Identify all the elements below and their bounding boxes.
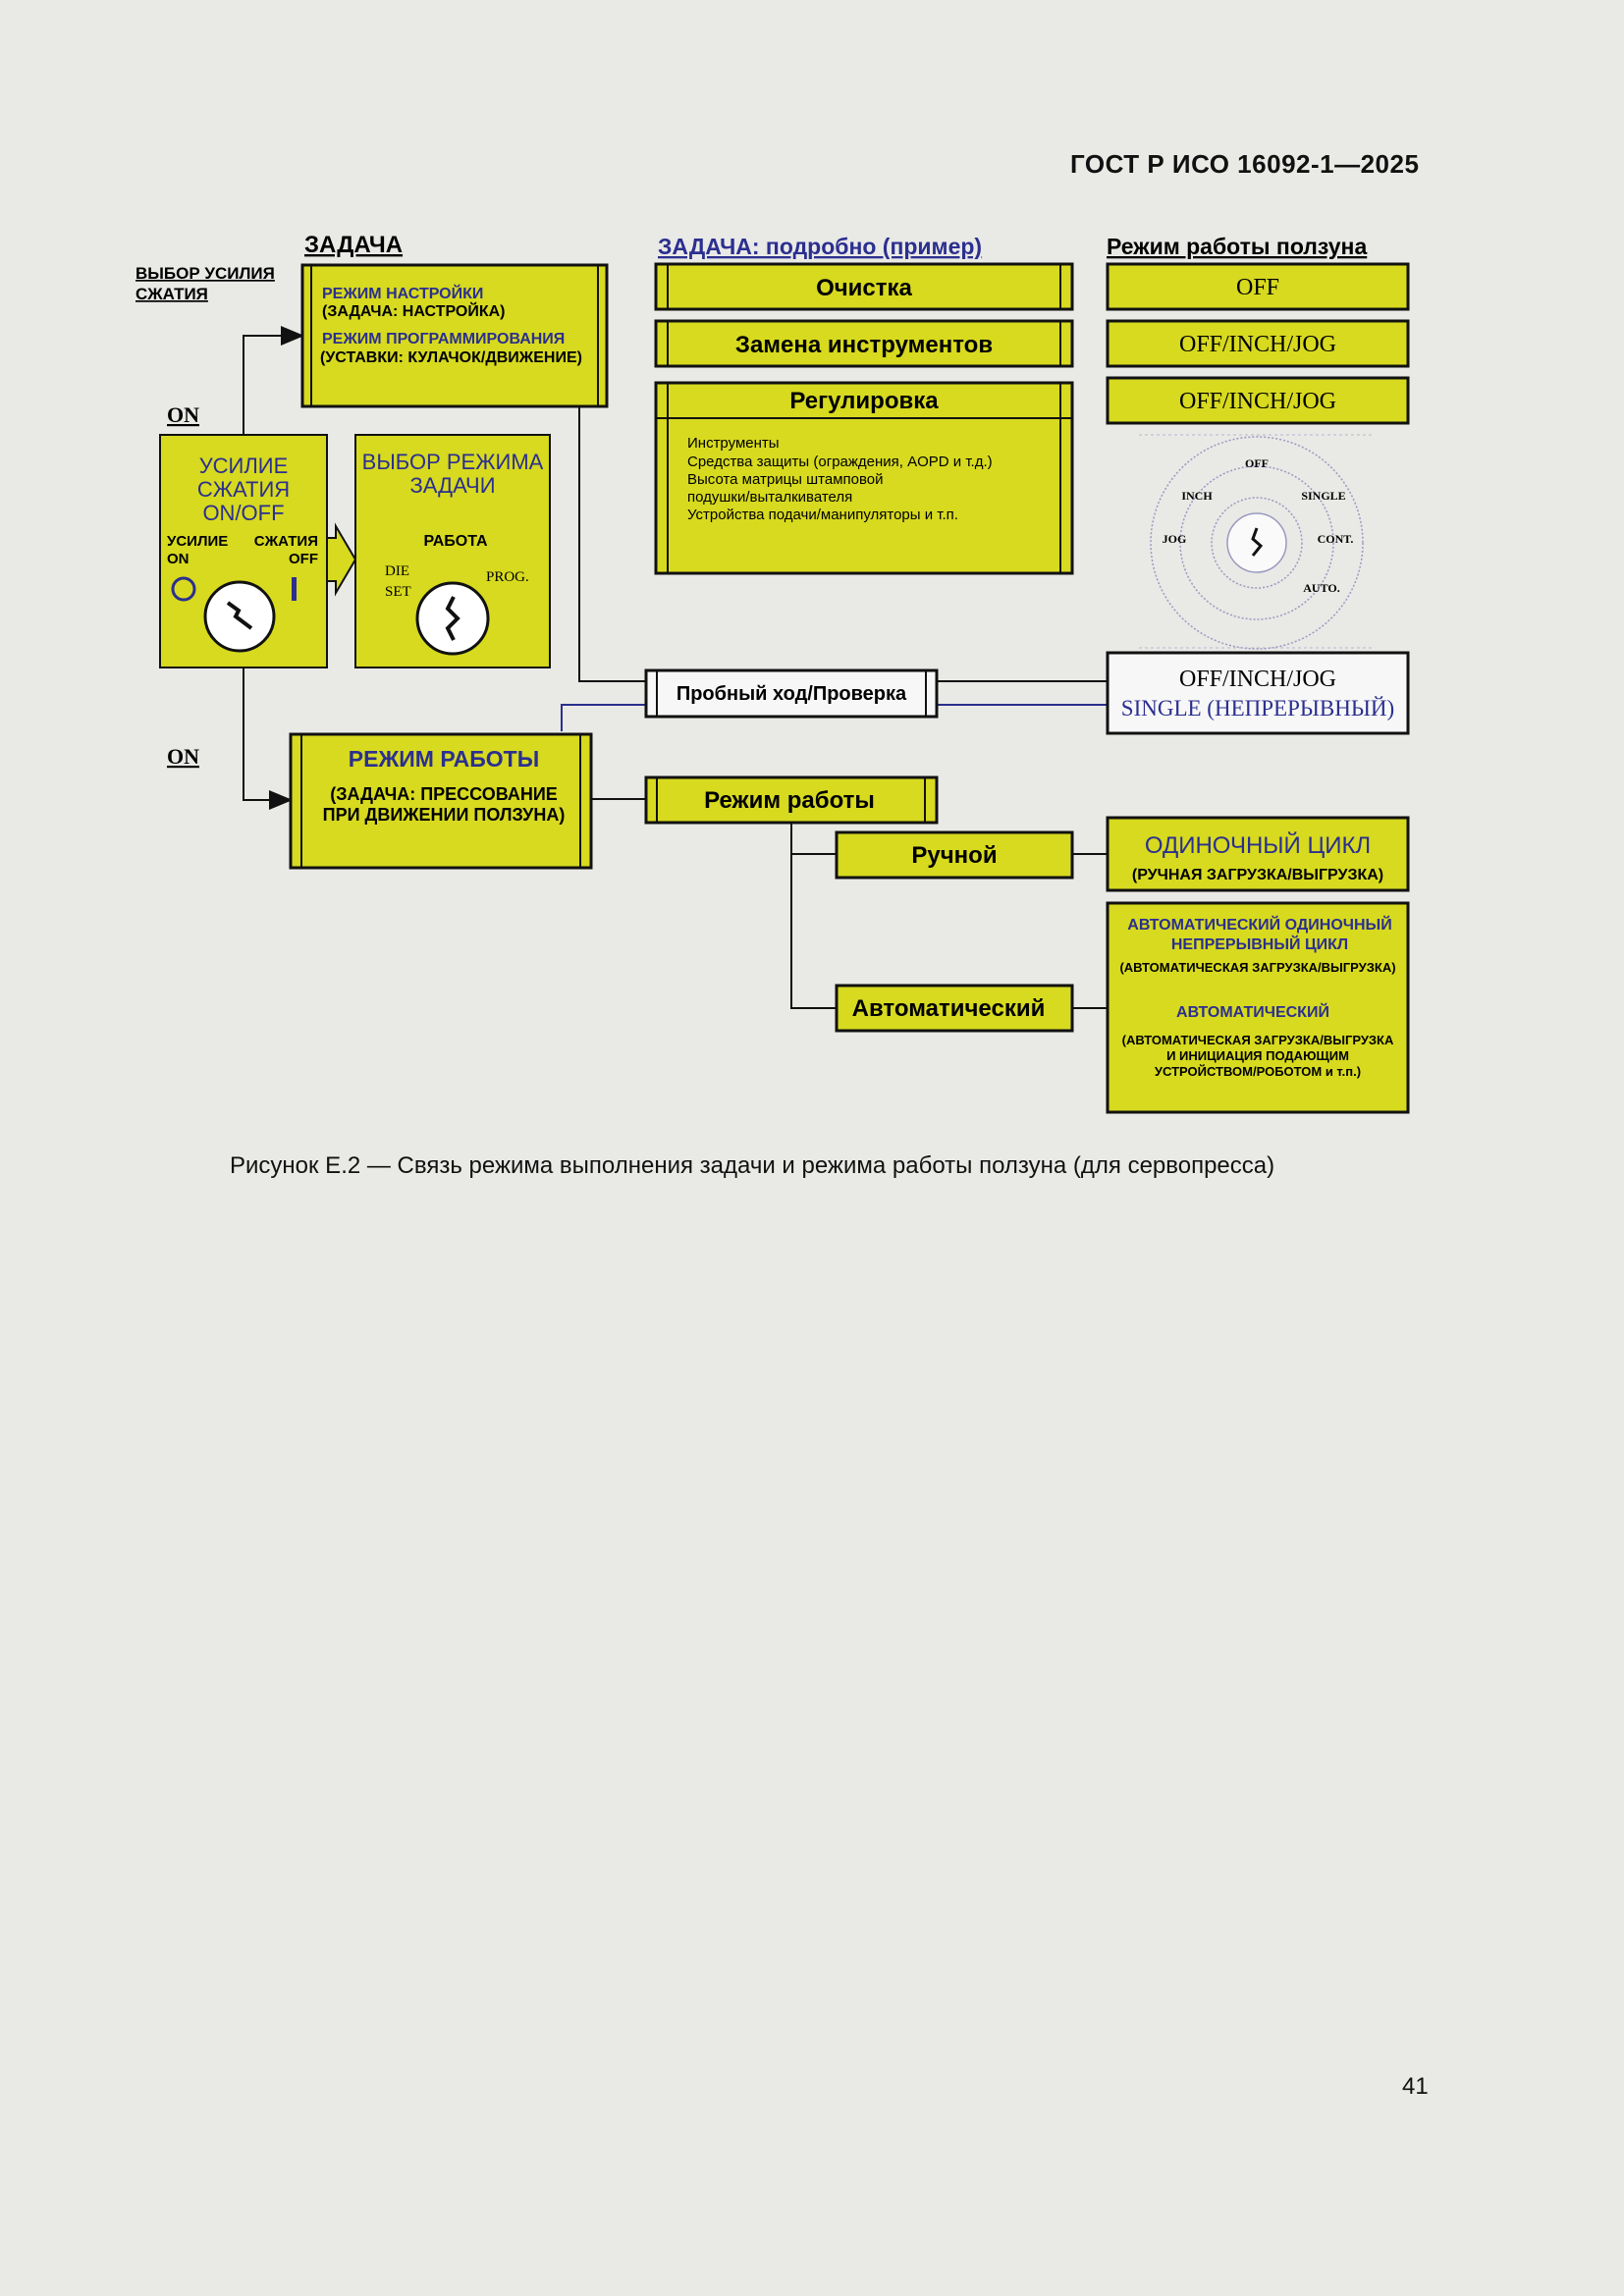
trial-modes-line2: SINGLE (НЕПРЕРЫВНЫЙ)	[1121, 696, 1394, 721]
work-mode-label: Режим работы	[704, 787, 875, 814]
figure-caption: Рисунок Е.2 — Связь режима выполнения за…	[230, 1152, 1275, 1179]
auto-line5: (АВТОМАТИЧЕСКАЯ ЗАГРУЗКА/ВЫГРУЗКА	[1122, 1033, 1394, 1047]
task-adjust-title: Регулировка	[789, 388, 939, 414]
adjust-line-3: Высота матрицы штамповой	[687, 471, 884, 488]
single-cycle-box: ОДИНОЧНЫЙ ЦИКЛ (РУЧНАЯ ЗАГРУЗКА/ВЫГРУЗКА…	[1106, 816, 1410, 892]
off-indicator-icon	[292, 577, 297, 601]
mode-selector-dial: OFF INCH SINGLE JOG CONT. AUTO.	[1139, 434, 1375, 650]
slide-mode-off-box: OFF	[1106, 262, 1410, 311]
task-cleaning-label: Очистка	[816, 275, 912, 301]
trial-run-box: Пробный ход/Проверка	[644, 668, 939, 719]
adjust-line-4: подушки/выталкивателя	[687, 489, 852, 506]
force-title-2: СЖАТИЯ	[197, 477, 290, 502]
slide-mode-jog-box-1: OFF/INCH/JOG	[1106, 319, 1410, 368]
dial-auto: AUTO.	[1303, 581, 1339, 595]
setup-line4: (УСТАВКИ: КУЛАЧОК/ДВИЖЕНИЕ)	[320, 349, 582, 366]
force-select-label-1: ВЫБОР УСИЛИЯ	[135, 264, 275, 283]
automatic-detail-box: АВТОМАТИЧЕСКИЙ ОДИНОЧНЫЙ НЕПРЕРЫВНЫЙ ЦИК…	[1106, 901, 1410, 1114]
setup-line1: РЕЖИМ НАСТРОЙКИ	[322, 284, 483, 302]
mode-select-set: SET	[385, 584, 411, 600]
slide-mode-jog-label-1: OFF/INCH/JOG	[1179, 332, 1336, 357]
col3-title: Режим работы ползуна	[1107, 234, 1367, 259]
on-indicator-icon	[171, 576, 196, 602]
force-left-2: ON	[167, 551, 189, 567]
trial-modes-line1: OFF/INCH/JOG	[1179, 667, 1336, 692]
work-mode-box: Режим работы	[644, 775, 939, 825]
work-mode-task-title: РЕЖИМ РАБОТЫ	[349, 746, 539, 772]
blue-connectors	[561, 704, 1108, 731]
col1-title: ЗАДАЧА	[304, 232, 403, 258]
page-number: 41	[1402, 2073, 1429, 2100]
task-tool-change-box: Замена инструментов	[654, 319, 1074, 368]
automatic-box: Автоматический	[835, 984, 1074, 1033]
auto-line2: НЕПРЕРЫВНЫЙ ЦИКЛ	[1171, 934, 1348, 953]
setup-line3: РЕЖИМ ПРОГРАММИРОВАНИЯ	[322, 331, 565, 347]
dial-cont: CONT.	[1318, 532, 1354, 546]
setup-mode-box: РЕЖИМ НАСТРОЙКИ (ЗАДАЧА: НАСТРОЙКА) РЕЖИ…	[300, 263, 609, 408]
dial-jog: JOG	[1163, 532, 1187, 546]
manual-label: Ручной	[911, 842, 997, 869]
mode-select-work: РАБОТА	[423, 533, 488, 550]
key-switch-icon	[203, 580, 276, 653]
dial-off: OFF	[1245, 456, 1269, 470]
auto-line7: УСТРОЙСТВОМ/РОБОТОМ и т.п.)	[1155, 1064, 1361, 1079]
mode-select-die: DIE	[385, 563, 409, 579]
adjust-line-2: Средства защиты (ограждения, AOPD и т.д.…	[687, 454, 993, 470]
slide-mode-off-label: OFF	[1236, 275, 1279, 300]
auto-line6: И ИНИЦИАЦИЯ ПОДАЮЩИМ	[1166, 1048, 1349, 1063]
adjust-line-1: Инструменты	[687, 435, 780, 452]
task-mode-select-box: ВЫБОР РЕЖИМА ЗАДАЧИ РАБОТА DIE SET PROG.	[354, 434, 551, 668]
connectors	[243, 326, 1108, 1009]
mode-select-title-1: ВЫБОР РЕЖИМА	[362, 450, 544, 474]
single-cycle-sub: (РУЧНАЯ ЗАГРУЗКА/ВЫГРУЗКА)	[1132, 867, 1383, 883]
force-right-2: OFF	[289, 551, 318, 567]
task-adjust-box: Регулировка Инструменты Средства защиты …	[654, 381, 1074, 575]
automatic-label: Автоматический	[852, 995, 1046, 1022]
force-right-1: СЖАТИЯ	[254, 533, 318, 550]
auto-line3: (АВТОМАТИЧЕСКАЯ ЗАГРУЗКА/ВЫГРУЗКА)	[1119, 960, 1395, 975]
dial-pointer-icon	[1251, 527, 1264, 557]
on-label-top: ON	[167, 402, 199, 427]
col2-title: ЗАДАЧА: подробно (пример)	[658, 234, 982, 259]
document-header: ГОСТ Р ИСО 16092-1—2025	[1070, 149, 1420, 179]
task-cleaning-box: Очистка	[654, 262, 1074, 311]
on-label-bottom: ON	[167, 744, 199, 769]
setup-line2: (ЗАДАЧА: НАСТРОЙКА)	[322, 301, 506, 320]
task-tool-change-label: Замена инструментов	[735, 332, 993, 358]
trial-modes-box: OFF/INCH/JOG SINGLE (НЕПРЕРЫВНЫЙ)	[1106, 651, 1410, 735]
work-mode-task-box: РЕЖИМ РАБОТЫ (ЗАДАЧА: ПРЕССОВАНИЕ ПРИ ДВ…	[289, 732, 593, 870]
work-mode-task-line2: ПРИ ДВИЖЕНИИ ПОЛЗУНА)	[323, 805, 566, 825]
force-select-label-2: СЖАТИЯ	[135, 285, 208, 303]
force-left-1: УСИЛИЕ	[167, 533, 228, 550]
trial-run-label: Пробный ход/Проверка	[677, 683, 907, 705]
manual-box: Ручной	[835, 830, 1074, 880]
slide-mode-jog-label-2: OFF/INCH/JOG	[1179, 389, 1336, 414]
dial-inch: INCH	[1181, 489, 1213, 503]
force-title-1: УСИЛИЕ	[199, 454, 289, 478]
mode-select-title-2: ЗАДАЧИ	[409, 473, 495, 498]
mode-key-switch-icon	[415, 581, 490, 656]
single-cycle-title: ОДИНОЧНЫЙ ЦИКЛ	[1145, 831, 1371, 859]
auto-line1: АВТОМАТИЧЕСКИЙ ОДИНОЧНЫЙ	[1127, 915, 1391, 934]
slide-mode-jog-box-2: OFF/INCH/JOG	[1106, 376, 1410, 425]
right-arrow-icon	[326, 522, 357, 597]
adjust-line-5: Устройства подачи/манипуляторы и т.п.	[687, 507, 958, 523]
force-onoff-box: УСИЛИЕ СЖАТИЯ ON/OFF УСИЛИЕ ON СЖАТИЯ OF…	[159, 434, 328, 668]
auto-line4: АВТОМАТИЧЕСКИЙ	[1176, 1002, 1329, 1021]
force-title-3: ON/OFF	[202, 501, 284, 525]
work-mode-task-line1: (ЗАДАЧА: ПРЕССОВАНИЕ	[330, 784, 558, 804]
mode-select-prog: PROG.	[486, 569, 529, 585]
dial-single: SINGLE	[1301, 489, 1345, 503]
